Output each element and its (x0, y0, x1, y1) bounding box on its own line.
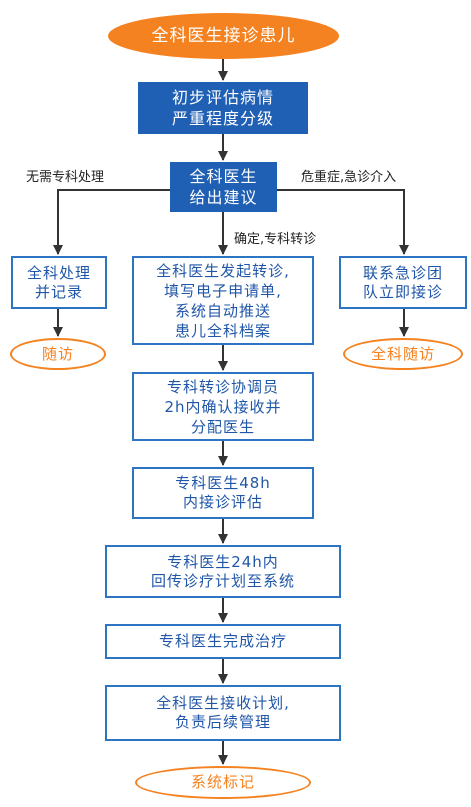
advice-node: 全科医生 给出建议 (170, 162, 277, 212)
specialist-24h-node: 专科医生24h内 回传诊疗计划至系统 (105, 545, 341, 598)
start-node: 全科医生接诊患儿 (108, 13, 339, 59)
edge-advice-to-emergency (277, 189, 409, 255)
receive-plan-node: 全科医生接收计划, 负责后续管理 (105, 685, 341, 741)
contact-emergency-node: 联系急诊团 队立即接诊 (339, 256, 467, 309)
followup-right-node: 全科随访 (343, 338, 463, 370)
end-node: 系统标记 (135, 766, 311, 799)
treatment-node: 专科医生完成治疗 (105, 624, 341, 659)
followup-left-node: 随访 (10, 338, 106, 370)
label-confirm-referral: 确定,专科转诊 (234, 232, 317, 247)
specialist-48h-node: 专科医生48h 内接诊评估 (132, 467, 314, 519)
label-no-specialist: 无需专科处理 (26, 170, 105, 185)
assess-node: 初步评估病情 严重程度分级 (138, 82, 308, 134)
label-critical: 危重症,急诊介入 (301, 170, 397, 185)
initiate-referral-node: 全科医生发起转诊, 填写电子申请单, 系统自动推送 患儿全科档案 (132, 256, 314, 345)
edge-advice-to-gp-handle (53, 189, 170, 255)
coordinator-node: 专科转诊协调员 2h内确认接收并 分配医生 (132, 372, 314, 441)
gp-handle-node: 全科处理 并记录 (11, 256, 107, 309)
